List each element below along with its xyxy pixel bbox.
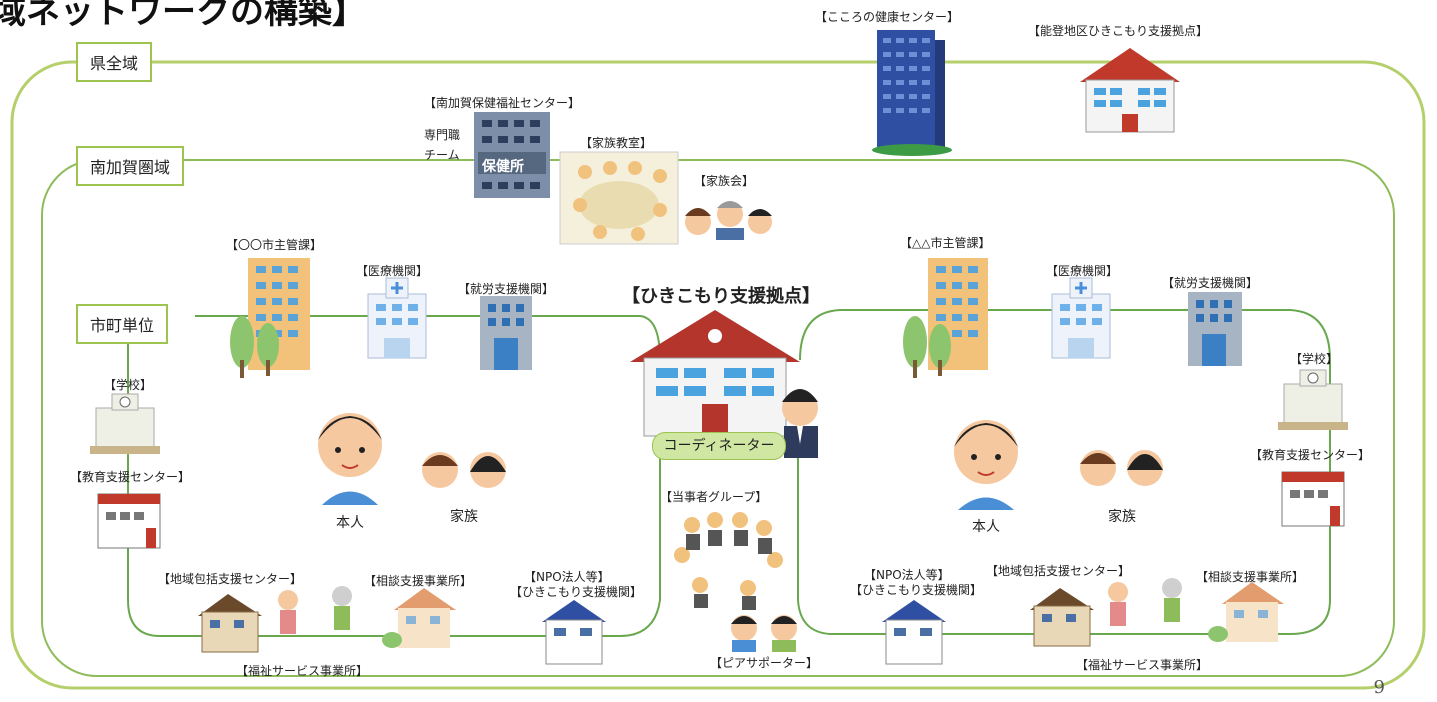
- hub-house-icon: [630, 310, 800, 437]
- left-care-workers-icon: [278, 586, 352, 634]
- label-left-edu-center: 【教育支援センター】: [70, 470, 191, 484]
- left-school-building-icon: [90, 393, 160, 454]
- label-left-medical: 【医療機関】: [356, 264, 429, 278]
- label-specialist-team-1: 専門職: [424, 128, 461, 142]
- tier-label-prefecture: 県全域: [76, 42, 153, 82]
- peer-group-circle-icon: [674, 512, 783, 610]
- label-family-meeting: 【家族会】: [694, 174, 755, 188]
- label-right-school: 【学校】: [1290, 352, 1339, 366]
- right-employment-building-icon: [1188, 292, 1242, 366]
- label-noto-base: 【能登地区ひきこもり支援拠点】: [1028, 24, 1209, 38]
- label-left-school: 【学校】: [104, 378, 153, 392]
- tier-label-region: 南加賀圏域: [76, 146, 185, 186]
- label-right-consult-office: 【相談支援事業所】: [1196, 570, 1305, 584]
- label-left-city-dept: 【〇〇市主管課】: [226, 238, 323, 252]
- tier-label-municipal: 市町単位: [76, 304, 169, 344]
- label-left-welfare-office: 【福祉サービス事業所】: [236, 664, 369, 678]
- label-left-employment: 【就労支援機関】: [458, 282, 555, 296]
- right-consult-office-house-icon: [1208, 582, 1284, 642]
- page-title: 域ネットワークの構築】: [0, 0, 366, 32]
- right-community-center-house-icon: [1030, 588, 1094, 647]
- label-peer-group: 【当事者グループ】: [660, 490, 768, 504]
- family-meeting-faces-icon: [685, 201, 772, 240]
- noto-base-house-icon: [1080, 48, 1180, 133]
- right-care-workers-icon: [1108, 578, 1182, 626]
- label-right-person: 本人: [972, 519, 1000, 535]
- label-left-consult-office: 【相談支援事業所】: [364, 574, 473, 588]
- label-right-medical: 【医療機関】: [1046, 264, 1119, 278]
- left-person-icon: [318, 413, 382, 505]
- label-left-npo-1: 【NPO法人等】: [524, 570, 610, 584]
- right-edu-center-building-icon: [1281, 471, 1345, 527]
- label-right-family: 家族: [1108, 509, 1136, 525]
- label-right-welfare-office: 【福祉サービス事業所】: [1076, 658, 1209, 672]
- right-npo-house-icon: [882, 600, 946, 665]
- peer-supporters-icon: [731, 615, 797, 652]
- label-right-community-center: 【地域包括支援センター】: [986, 564, 1131, 578]
- coordinator-badge: コーディネーター: [652, 432, 786, 460]
- left-family-icon: [422, 452, 506, 488]
- left-npo-house-icon: [542, 600, 606, 665]
- label-right-npo-1: 【NPO法人等】: [864, 568, 950, 582]
- left-edu-center-building-icon: [97, 493, 161, 549]
- label-family-class: 【家族教室】: [580, 136, 653, 150]
- hub-title: 【ひきこもり支援拠点】: [622, 286, 820, 307]
- health-center-building-icon: [474, 112, 550, 198]
- label-right-employment: 【就労支援機関】: [1162, 276, 1259, 290]
- region-ring: [41, 159, 1395, 677]
- prefecture-ring: [10, 60, 1426, 690]
- label-mental-health-center: 【こころの健康センター】: [815, 10, 960, 24]
- right-person-icon: [954, 420, 1018, 510]
- label-left-community-center: 【地域包括支援センター】: [158, 572, 303, 586]
- right-school-building-icon: [1278, 369, 1348, 430]
- label-left-person: 本人: [336, 515, 364, 531]
- left-community-center-house-icon: [198, 594, 262, 653]
- label-health-center: 【南加賀保健福祉センター】: [424, 96, 581, 110]
- hokenjo-sign: 保健所: [482, 159, 524, 175]
- label-peer-supporter: 【ピアサポーター】: [710, 656, 819, 670]
- right-city-hall-building-icon: [903, 258, 988, 378]
- family-class-illustration: [559, 151, 679, 245]
- left-hospital-building-icon: [367, 277, 427, 359]
- label-left-npo-2: 【ひきこもり支援機関】: [510, 585, 643, 599]
- label-left-family: 家族: [450, 509, 478, 525]
- right-hospital-building-icon: [1051, 277, 1111, 359]
- left-employment-building-icon: [480, 296, 532, 370]
- label-specialist-team-2: チーム: [424, 148, 460, 162]
- label-right-city-dept: 【△△市主管課】: [900, 236, 991, 250]
- left-city-hall-building-icon: [230, 258, 310, 378]
- left-consult-office-house-icon: [382, 588, 456, 648]
- label-right-edu-center: 【教育支援センター】: [1250, 448, 1371, 462]
- label-right-npo-2: 【ひきこもり支援機関】: [850, 583, 983, 597]
- left-municipal-loop: [127, 315, 661, 637]
- coordinator-person-icon: [782, 389, 818, 458]
- right-family-icon: [1080, 450, 1163, 486]
- tower-building-icon: [872, 30, 952, 156]
- page-number: 9: [1373, 677, 1385, 698]
